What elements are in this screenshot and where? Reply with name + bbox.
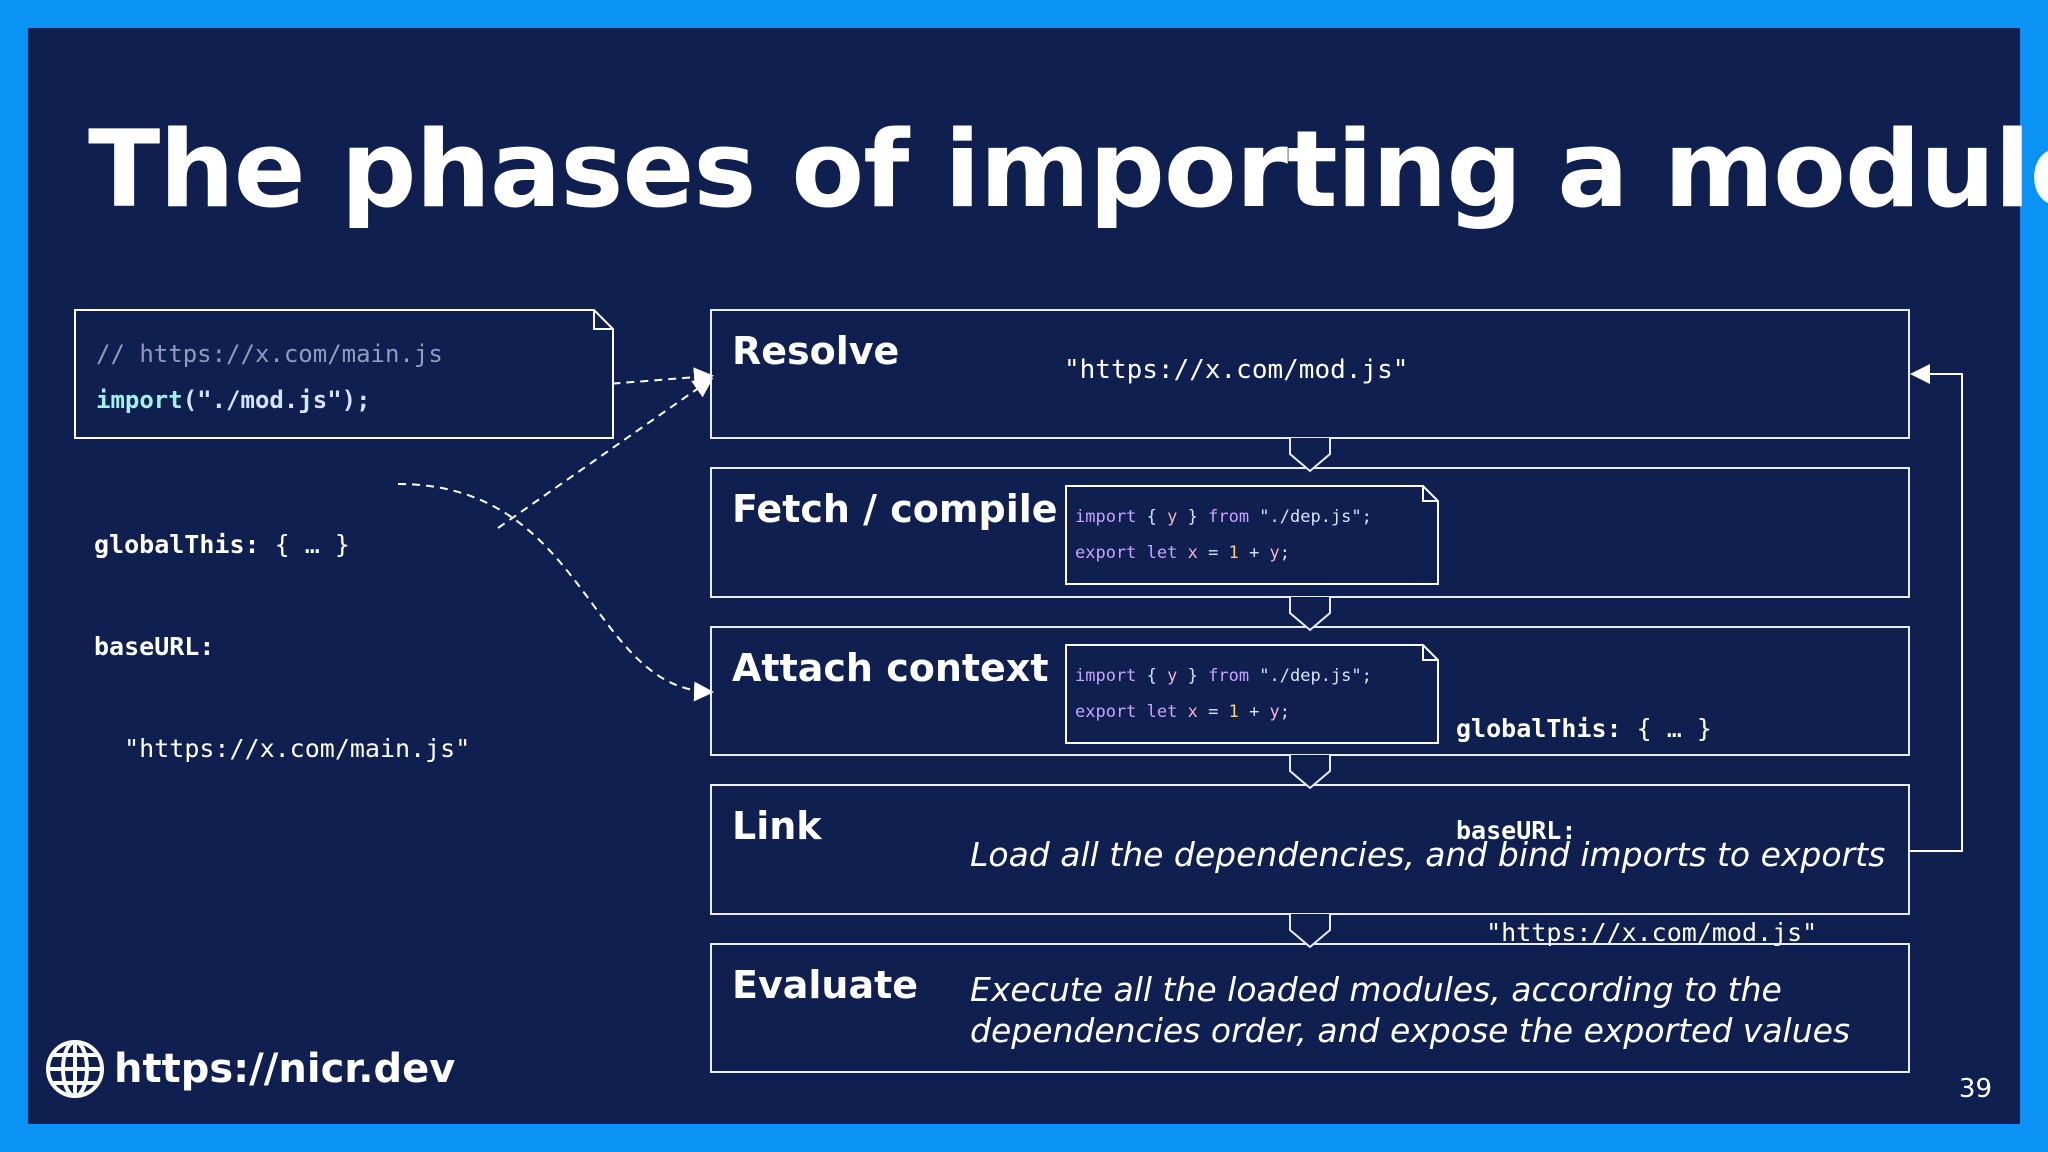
globalthis-to-attach-arrow (397, 483, 714, 702)
num-one: 1 (1228, 543, 1239, 563)
import-call: import (96, 386, 183, 414)
main-file-note: // https://x.com/main.js import("./mod.j… (74, 309, 614, 439)
op-plus: + (1238, 543, 1270, 563)
brace-open: { (1136, 507, 1168, 527)
brace-open: { (1136, 666, 1168, 686)
kw-let: let (1136, 702, 1188, 722)
var-y: y (1269, 543, 1280, 563)
slide-title: The phases of importing a module (88, 108, 2048, 231)
import-to-resolve-arrow (402, 367, 714, 401)
dep-src: "./dep.js"; (1249, 666, 1372, 686)
semicolon: ; (1279, 543, 1291, 563)
phase-resolve: Resolve "https://x.com/mod.js" (710, 309, 1910, 439)
phase-label: Attach context (732, 646, 1049, 690)
kw-from: from (1208, 507, 1250, 527)
mod-base-key: baseURL: (1456, 816, 1577, 845)
mod-context: globalThis: { … } baseURL: "https://x.co… (1456, 644, 1817, 1018)
main-base-key: baseURL: (94, 632, 215, 661)
var-x: x (1187, 543, 1198, 563)
kw-let: let (1136, 543, 1188, 563)
op-eq: = (1197, 702, 1229, 722)
brace-close: } (1177, 666, 1209, 686)
brace-close: } (1177, 507, 1209, 527)
dep-src: "./dep.js"; (1249, 507, 1372, 527)
phase-connectors (1289, 438, 1331, 949)
kw-export: export (1075, 543, 1137, 563)
mod-global-val: { … } (1636, 714, 1712, 743)
kw-from: from (1208, 666, 1250, 686)
footer: https://nicr.dev (44, 1038, 455, 1100)
globe-icon (46, 1040, 104, 1098)
semicolon: ; (1279, 702, 1291, 722)
op-plus: + (1238, 702, 1270, 722)
main-base-val: "https://x.com/main.js" (124, 734, 471, 763)
mod-base-val: "https://x.com/mod.js" (1486, 918, 1818, 947)
main-global-val: { … } (274, 530, 350, 559)
var-x: x (1187, 702, 1198, 722)
phase-label: Link (732, 804, 822, 848)
evaluate-description-line2: dependencies order, and expose the expor… (970, 1011, 1851, 1050)
module-code-note-compile: import { y } from "./dep.js"; export let… (1065, 485, 1439, 585)
evaluate-description-line1: Execute all the loaded modules, accordin… (970, 970, 1782, 1009)
op-eq: = (1197, 543, 1229, 563)
resolved-url: "https://x.com/mod.js" (1064, 355, 1409, 385)
page-number: 39 (1958, 1074, 1992, 1104)
main-file-comment: // https://x.com/main.js (96, 340, 443, 368)
main-context: globalThis: { … } baseURL: "https://x.co… (94, 460, 470, 834)
link-description: Load all the dependencies, and bind impo… (970, 835, 1886, 874)
phase-label: Evaluate (732, 963, 919, 1007)
var-y: y (1167, 666, 1178, 686)
var-y: y (1269, 702, 1280, 722)
module-code-note-attach: import { y } from "./dep.js"; export let… (1065, 644, 1439, 744)
phase-label: Resolve (732, 329, 900, 373)
footer-url[interactable]: https://nicr.dev (114, 1046, 456, 1092)
evaluate-description: Execute all the loaded modules, accordin… (970, 969, 1850, 1051)
main-global-key: globalThis: (94, 530, 260, 559)
slide: The phases of importing a module // http… (28, 28, 2048, 1124)
kw-import: import (1075, 507, 1137, 527)
link-loop-arrow (1910, 364, 1963, 852)
import-arg: ("./mod.js"); (182, 386, 371, 414)
num-one: 1 (1228, 702, 1239, 722)
baseurl-to-resolve-arrow (497, 377, 714, 529)
phase-evaluate: Evaluate Execute all the loaded modules,… (710, 943, 1910, 1073)
phase-label: Fetch / compile (732, 487, 1058, 531)
flow-connectors (397, 364, 1963, 852)
var-y: y (1167, 507, 1178, 527)
kw-import: import (1075, 666, 1137, 686)
kw-export: export (1075, 702, 1137, 722)
mod-global-key: globalThis: (1456, 714, 1622, 743)
